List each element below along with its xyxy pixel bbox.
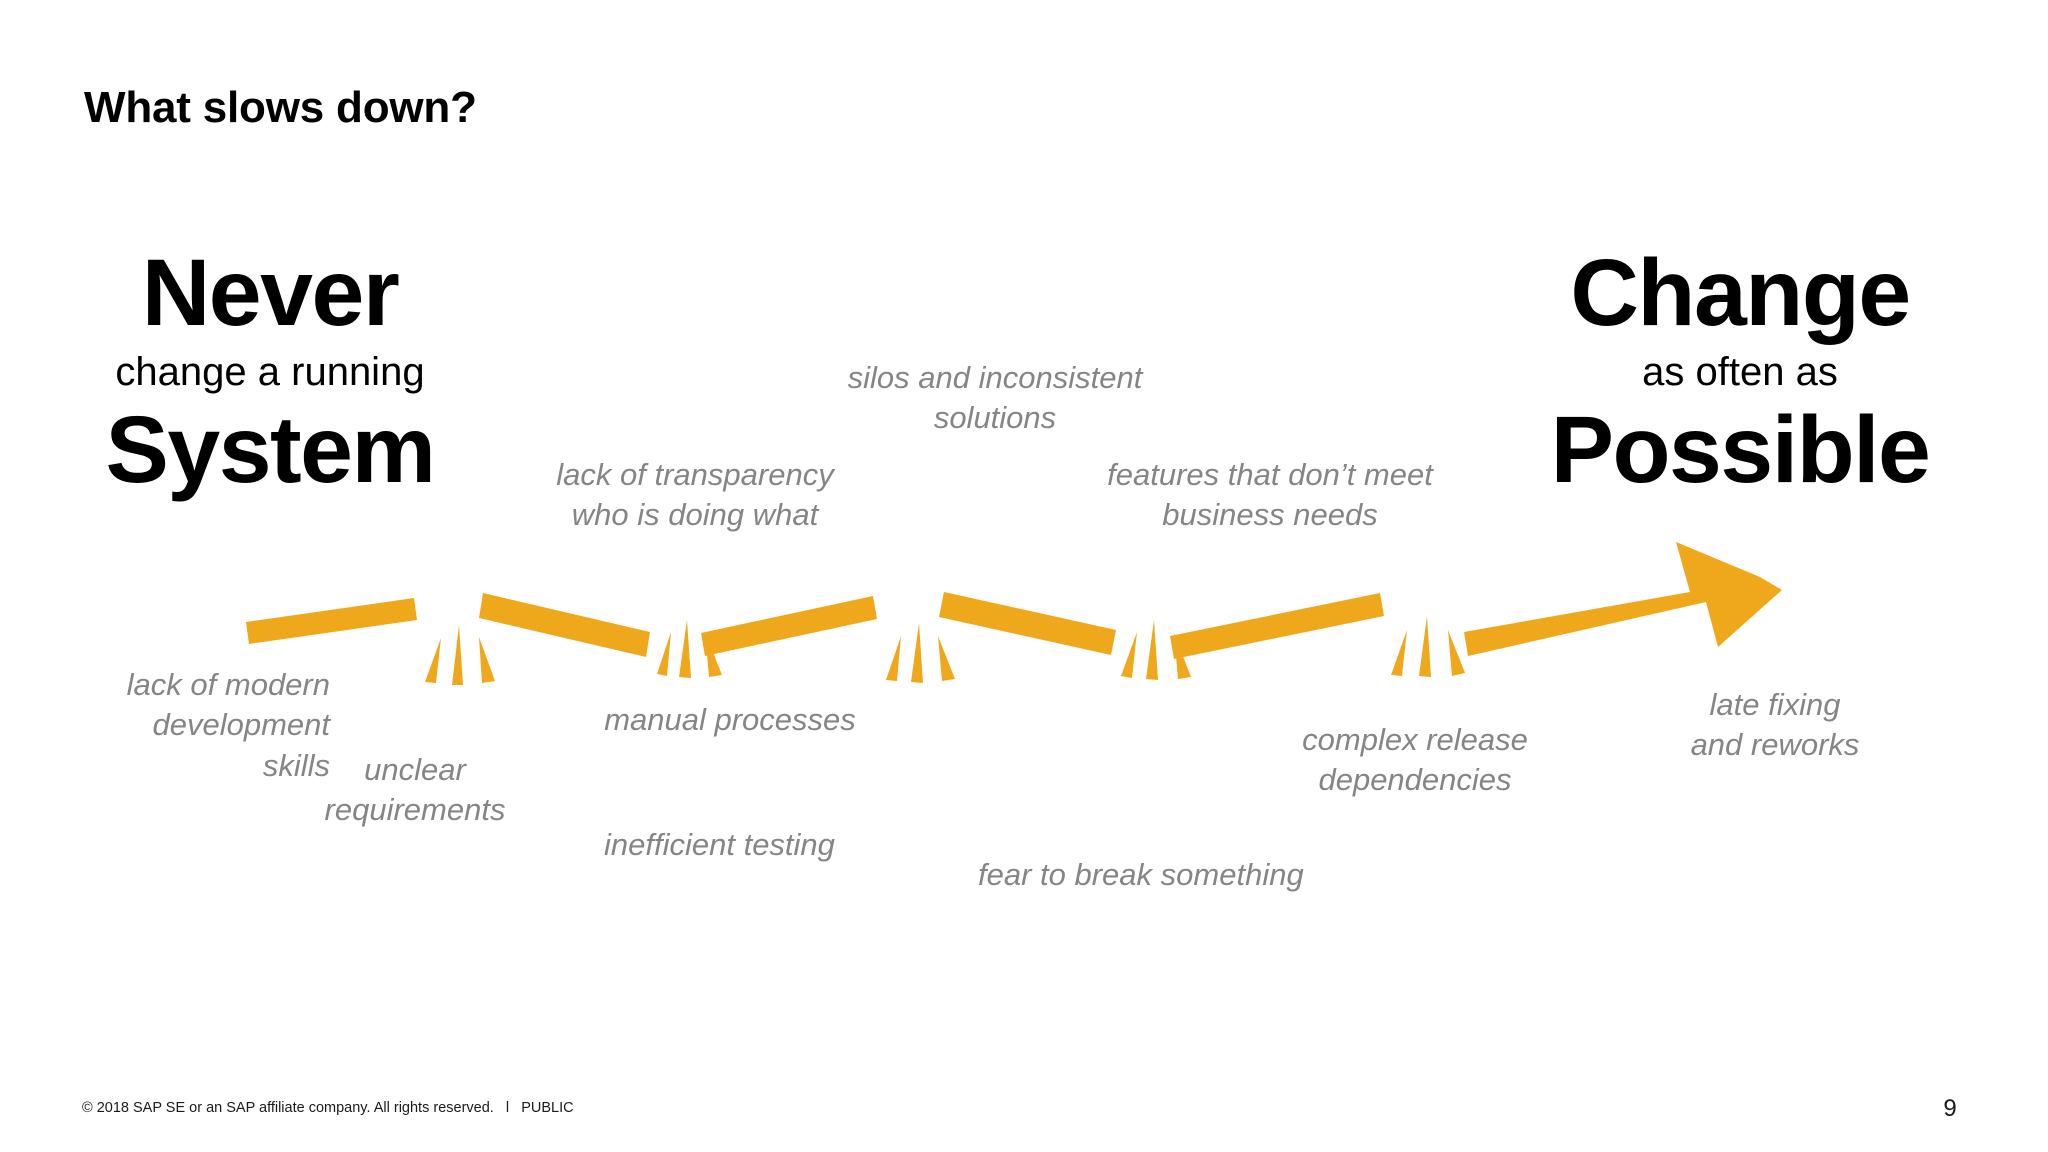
note-manual-processes: manual processes — [604, 702, 856, 737]
page-title: What slows down? — [84, 83, 477, 132]
pole-right-tagline: Possible — [1550, 396, 1931, 503]
pole-right-headline: Change — [1570, 240, 1911, 346]
note-complex-release-dependencies: complex release dependencies — [1302, 722, 1528, 798]
arrow-segment-4 — [939, 592, 1116, 655]
broken-arrow-graphic — [246, 542, 1782, 685]
arrow-segment-5 — [1170, 593, 1384, 659]
footer-copyright: © 2018 SAP SE or an SAP affiliate compan… — [82, 1100, 574, 1116]
note-late-fixing-and-reworks: late fixing and reworks — [1690, 687, 1860, 763]
arrow-segment-2 — [479, 593, 650, 657]
page-number: 9 — [1943, 1095, 1957, 1122]
break-spark-1 — [425, 625, 495, 685]
note-fear-to-break-something: fear to break something — [978, 857, 1304, 892]
arrow-segment-6-with-head — [1464, 542, 1782, 656]
note-unclear-requirements: unclear requirements — [324, 752, 506, 828]
pole-left-tagline: System — [105, 396, 436, 503]
pole-left-subline: change a running — [115, 349, 425, 394]
note-inefficient-testing: inefficient testing — [604, 827, 835, 862]
note-lack-of-transparency-who-is-doing-what: lack of transparency who is doing what — [556, 457, 834, 533]
arrow-segment-3 — [701, 596, 877, 656]
pole-left: Never change a running System — [60, 245, 480, 499]
break-spark-3 — [886, 623, 955, 683]
pole-left-headline: Never — [141, 240, 400, 346]
note-silos-and-inconsistent-solutions: silos and inconsistent solutions — [847, 360, 1143, 436]
pole-right-subline: as often as — [1642, 349, 1838, 394]
note-features-that-dont-meet-business-needs: features that don’t meet business needs — [1107, 457, 1433, 533]
note-lack-of-modern-development-skills: lack of modern development skills — [126, 667, 330, 783]
pole-right: Change as often as Possible — [1520, 245, 1960, 499]
arrow-segment-1 — [246, 598, 417, 644]
break-spark-5 — [1391, 616, 1465, 677]
